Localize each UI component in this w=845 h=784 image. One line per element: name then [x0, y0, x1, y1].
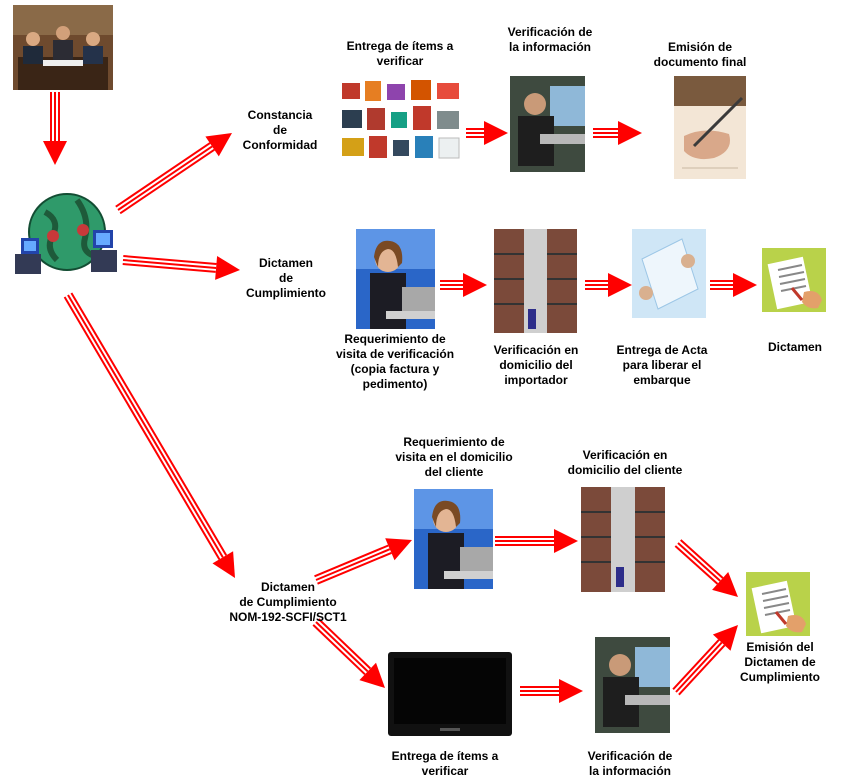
arrow-operator-to-warehouse-2	[495, 529, 578, 553]
arrow-analyst-to-writing	[593, 121, 642, 145]
label-dictamen-cumplimiento: Dictamen de Cumplimiento	[246, 256, 326, 300]
arrow-globe-to-dictamen	[122, 255, 240, 280]
flat-screen-tv-photo	[388, 652, 512, 736]
operator-with-headset-photo	[356, 229, 435, 329]
arrow-globe-to-constancia	[115, 133, 232, 215]
arrow-products-to-analyst	[466, 121, 508, 145]
arrow-globe-to-nom	[63, 292, 235, 578]
arrow-operator-to-warehouse	[440, 273, 487, 297]
label-requerimiento-cliente: Requerimiento de visita en el domicilio …	[395, 435, 513, 479]
arrow-tv-to-analyst-2	[520, 679, 583, 703]
arrow-handover-to-dictamen	[710, 273, 757, 297]
document-handover-photo	[632, 229, 706, 318]
analyst-at-computer-photo-2	[595, 637, 670, 733]
warehouse-photo-2	[581, 487, 665, 592]
operator-with-headset-photo-2	[414, 489, 493, 589]
dictamen-document-icon-2	[746, 572, 810, 636]
label-entrega-acta: Entrega de Acta para liberar el embarque	[616, 343, 708, 387]
dictamen-document-icon	[762, 248, 826, 312]
label-verificacion-informacion-bottom: Verificación de la información	[587, 749, 673, 778]
arrow-analyst-2-to-dictamen	[672, 625, 738, 696]
label-entrega-items-bottom: Entrega de ítems a verificar	[391, 749, 499, 778]
label-dictamen-nom: Dictamen de Cumplimiento NOM-192-SCFI/SC…	[229, 580, 347, 624]
label-requerimiento-visita: Requerimiento de visita de verificación …	[335, 332, 455, 391]
arrow-nom-to-tv	[312, 618, 385, 688]
label-dictamen: Dictamen	[767, 340, 823, 354]
globe-network-icon	[15, 190, 118, 280]
meeting-photo	[13, 5, 113, 90]
analyst-at-computer-photo	[510, 76, 585, 172]
arrow-warehouse-to-handover	[585, 273, 632, 297]
label-emision-dictamen: Emisión del Dictamen de Cumplimiento	[740, 640, 820, 684]
label-emision-documento-final: Emisión de documento final	[653, 40, 747, 69]
products-collage	[339, 78, 464, 163]
label-verificacion-informacion-top: Verificación de la información	[507, 25, 593, 54]
warehouse-photo	[494, 229, 577, 333]
arrow-warehouse-2-to-dictamen	[674, 539, 738, 597]
arrow-nom-to-operator	[314, 538, 412, 585]
label-verificacion-cliente: Verificación en domicilio del cliente	[567, 448, 683, 477]
label-entrega-items-top: Entrega de ítems a verificar	[346, 39, 454, 68]
label-constancia-conformidad: Constancia de Conformidad	[242, 108, 318, 152]
arrow-meeting-to-globe	[43, 92, 67, 165]
hand-writing-photo	[674, 76, 746, 179]
label-verificacion-importador: Verificación en domicilio del importador	[493, 343, 579, 387]
